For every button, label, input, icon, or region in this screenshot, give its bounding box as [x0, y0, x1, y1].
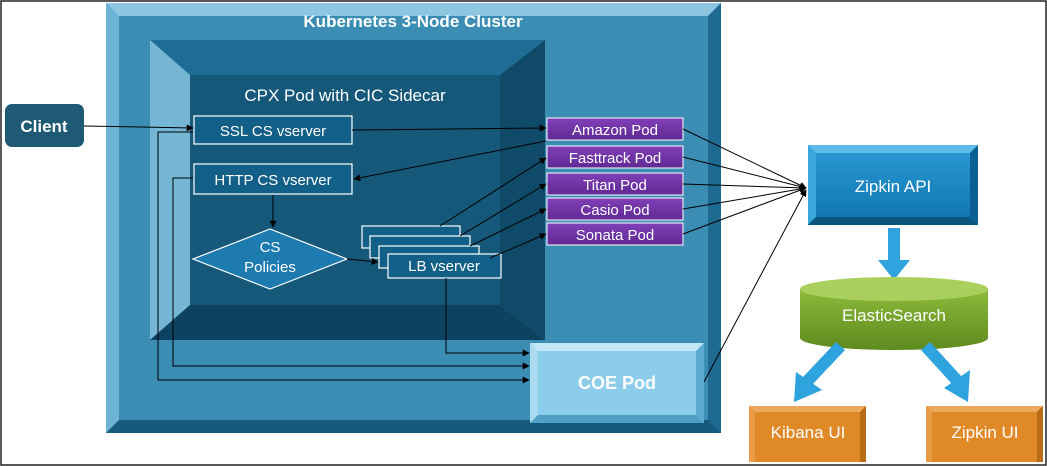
arrow-sonata-to-zipkin	[682, 186, 807, 235]
arrow-lb-to-fasttrack	[439, 157, 547, 227]
lb-vserver-stack[interactable]: LB vserver	[361, 225, 502, 279]
arrow-lb-to-coe	[445, 278, 530, 357]
client-node[interactable]: Client	[5, 104, 84, 147]
arrow-client-to-ssl	[83, 124, 194, 132]
arrow-lb-to-titan	[459, 183, 547, 237]
pod-sonata[interactable]: Sonata Pod	[546, 222, 684, 246]
connectors	[83, 124, 807, 384]
coe-pod[interactable]: COE Pod	[530, 343, 704, 423]
arrow-zipkin-to-elastic	[878, 228, 910, 280]
arrow-http-to-coe	[172, 177, 530, 370]
arrow-lb-to-sonata	[489, 233, 547, 259]
pod-casio-label: Casio Pod	[580, 202, 649, 219]
cs-policies-line1: CS	[260, 239, 281, 256]
zipkin-ui-node[interactable]: Zipkin UI	[926, 406, 1043, 462]
http-cs-vserver[interactable]: HTTP CS vserver	[193, 163, 353, 195]
ssl-cs-vserver[interactable]: SSL CS vserver	[193, 115, 353, 145]
kibana-ui-label: Kibana UI	[771, 423, 846, 442]
zipkin-api-label: Zipkin API	[855, 177, 932, 196]
http-cs-vserver-label: HTTP CS vserver	[214, 172, 331, 189]
arrow-lb-to-casio	[469, 208, 547, 247]
cs-policies-line2: Policies	[244, 259, 296, 276]
cs-policies-diamond[interactable]: CS Policies	[191, 228, 349, 290]
pod-casio[interactable]: Casio Pod	[546, 197, 684, 221]
pod-sonata-label: Sonata Pod	[576, 227, 654, 244]
arrow-coe-to-zipkin	[703, 189, 807, 383]
arrow-amazon-to-zipkin	[682, 128, 807, 189]
arrow-ssl-to-amazon	[351, 124, 547, 132]
pod-titan-label: Titan Pod	[583, 177, 647, 194]
elasticsearch-label: ElasticSearch	[842, 306, 946, 325]
pod-amazon[interactable]: Amazon Pod	[546, 117, 684, 141]
cpx-title: CPX Pod with CIC Sidecar	[244, 86, 446, 105]
arrow-elastic-to-kibana	[794, 342, 845, 402]
zipkin-ui-label: Zipkin UI	[951, 423, 1018, 442]
pod-amazon-label: Amazon Pod	[572, 122, 658, 139]
coe-pod-label: COE Pod	[578, 373, 656, 393]
arrow-titan-to-zipkin	[682, 183, 807, 192]
kibana-ui-node[interactable]: Kibana UI	[749, 406, 866, 462]
ssl-cs-vserver-label: SSL CS vserver	[220, 123, 326, 140]
arrow-policies-to-lb	[346, 257, 379, 265]
arrow-fasttrack-to-zipkin	[682, 156, 807, 190]
arrow-casio-to-zipkin	[682, 185, 807, 210]
arrow-ssl-to-coe	[157, 131, 530, 384]
cluster-title: Kubernetes 3-Node Cluster	[303, 12, 523, 31]
elasticsearch-node[interactable]: ElasticSearch	[800, 277, 988, 350]
client-label: Client	[20, 117, 68, 136]
arrow-elastic-to-zipkin-ui	[921, 342, 970, 402]
zipkin-api-node[interactable]: Zipkin API	[808, 145, 978, 225]
pod-titan[interactable]: Titan Pod	[546, 172, 684, 196]
arrow-amazon-to-http	[353, 140, 547, 182]
pod-fasttrack[interactable]: Fasttrack Pod	[546, 145, 684, 169]
lb-vserver-label: LB vserver	[408, 258, 480, 275]
pod-fasttrack-label: Fasttrack Pod	[569, 150, 662, 167]
